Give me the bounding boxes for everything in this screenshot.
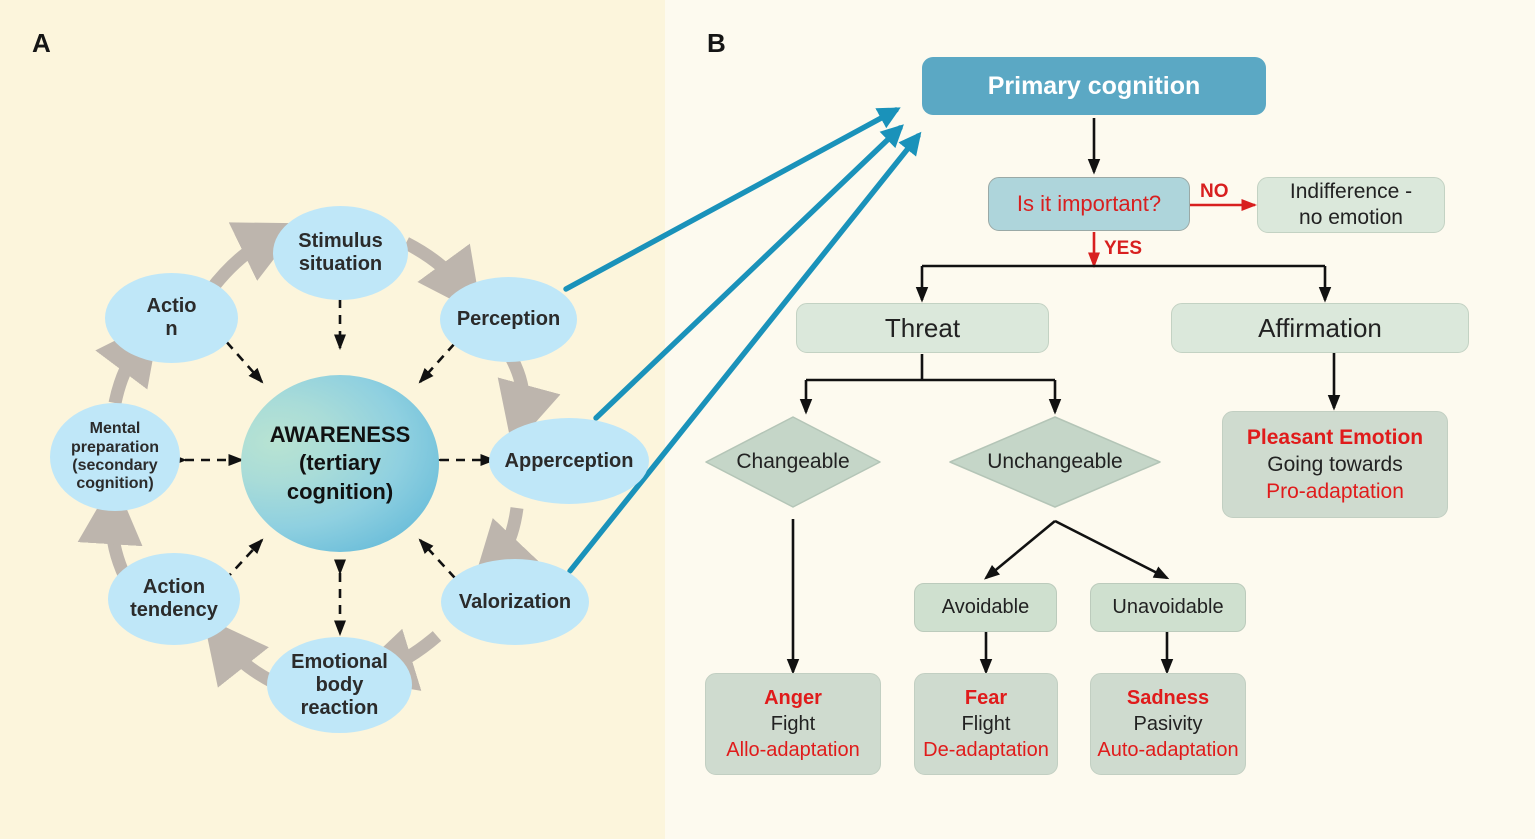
avoidable-box[interactable]: Avoidable [914,583,1057,632]
cycle-node-valorization-label: Valorization [458,590,572,613]
outcome-fear-box[interactable]: Fear Flight De-adaptation [914,673,1058,775]
outcome-sadness-adaptation: Auto-adaptation [1097,739,1239,761]
decision-unchangeable-label: Unchangeable [987,450,1123,473]
outcome-fear-emotion: Fear [964,687,1008,709]
avoidable-label: Avoidable [941,596,1030,618]
affirmation-label: Affirmation [1258,312,1382,343]
cycle-node-perception-label: Perception [456,308,561,330]
decision-unchangeable[interactable]: Unchangeable [950,417,1160,507]
panel-b-label: B [707,28,726,58]
cycle-node-apperception-label: Apperception [504,449,634,472]
outcome-pleasant-adaptation: Pro-adaptation [1266,480,1404,504]
outcome-fear-adaptation: De-adaptation [923,739,1049,761]
outcome-pleasant-behavior: Going towards [1267,452,1403,476]
outcome-anger-box[interactable]: Anger Fight Allo-adaptation [705,673,881,775]
outcome-anger-behavior: Fight [770,713,816,735]
outcome-pleasant-emotion: Pleasant Emotion [1246,425,1424,449]
primary-cognition-label: Primary cognition [987,71,1201,100]
decision-changeable[interactable]: Changeable [706,417,880,507]
panel-a-label: A [32,28,51,58]
is-it-important-box[interactable]: Is it important? [988,177,1190,231]
decision-changeable-label: Changeable [736,450,850,473]
outcome-sadness-box[interactable]: Sadness Pasivity Auto-adaptation [1090,673,1246,775]
threat-box[interactable]: Threat [796,303,1049,353]
unavoidable-label: Unavoidable [1112,596,1224,618]
yes-branch-label: YES [1104,238,1143,259]
outcome-anger-adaptation: Allo-adaptation [726,739,860,761]
unavoidable-box[interactable]: Unavoidable [1090,583,1246,632]
indifference-label: Indifference -no emotion [1289,179,1413,229]
outcome-sadness-emotion: Sadness [1126,687,1210,709]
cycle-node-valorization[interactable]: Valorization [441,559,589,645]
outcome-sadness-behavior: Pasivity [1133,713,1203,735]
outcome-anger-emotion: Anger [764,687,822,709]
threat-label: Threat [884,312,961,343]
is-it-important-label: Is it important? [1016,191,1162,216]
no-branch-label: NO [1200,181,1229,202]
outcome-pleasant-emotion-box[interactable]: Pleasant Emotion Going towards Pro-adapt… [1222,411,1448,518]
cycle-node-apperception[interactable]: Apperception [489,418,649,504]
affirmation-box[interactable]: Affirmation [1171,303,1469,353]
cycle-node-perception[interactable]: Perception [440,277,577,362]
indifference-box[interactable]: Indifference -no emotion [1257,177,1445,233]
outcome-fear-behavior: Flight [961,713,1011,735]
primary-cognition-box[interactable]: Primary cognition [922,57,1266,115]
